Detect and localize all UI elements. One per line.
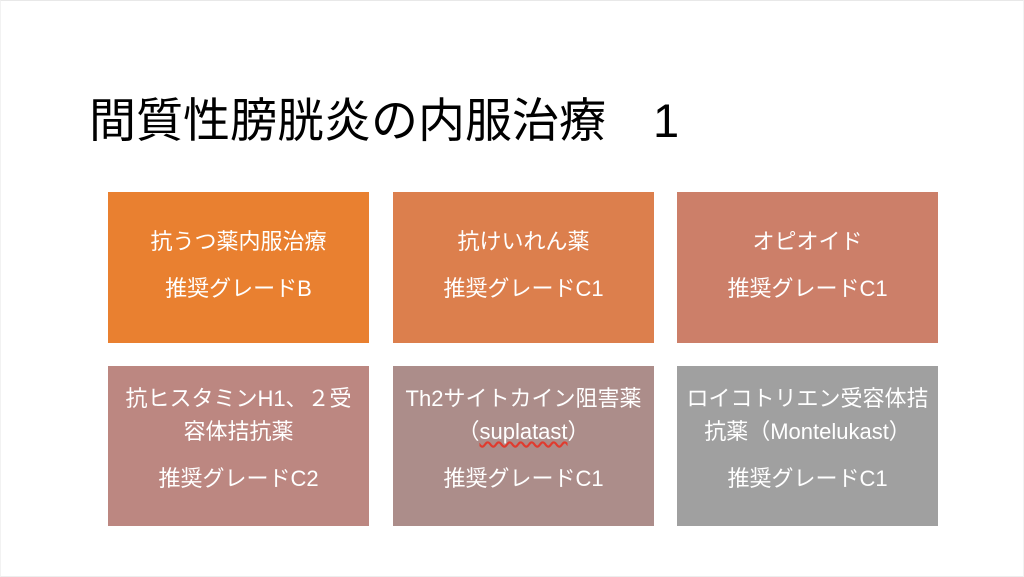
treatment-card-name: ロイコトリエン受容体拮抗薬（Montelukast） <box>686 386 929 444</box>
misspelled-word: suplatast <box>479 419 568 444</box>
treatment-card[interactable]: Th2サイトカイン阻害薬（suplatast） 推奨グレードC1 <box>393 366 654 526</box>
treatment-card-name: オピオイド <box>752 229 863 254</box>
treatment-card-grade: 推奨グレードC1 <box>443 466 604 491</box>
treatment-card-name: Th2サイトカイン阻害薬（suplatast） <box>393 382 654 448</box>
page-title: 間質性膀胱炎の内服治療 1 <box>89 94 680 147</box>
treatment-card[interactable]: 抗うつ薬内服治療 推奨グレードB <box>108 192 369 343</box>
treatment-card-grade: 推奨グレードB <box>165 276 312 301</box>
treatment-card[interactable]: 抗けいれん薬 推奨グレードC1 <box>393 192 654 343</box>
treatment-card-name: 抗けいれん薬 <box>457 229 590 254</box>
treatment-card-grade: 推奨グレードC1 <box>443 276 604 301</box>
treatment-card-name: 抗うつ薬内服治療 <box>150 229 327 254</box>
treatment-card[interactable]: ロイコトリエン受容体拮抗薬（Montelukast） 推奨グレードC1 <box>677 366 938 526</box>
treatment-card-name-prefix: Th2サイトカイン阻害薬（ <box>405 386 642 444</box>
treatment-card-grade: 推奨グレードC1 <box>727 276 888 301</box>
treatment-card[interactable]: 抗ヒスタミンH1、２受容体拮抗薬 推奨グレードC2 <box>108 366 369 526</box>
treatment-card[interactable]: オピオイド 推奨グレードC1 <box>677 192 938 343</box>
treatment-card-name-suffix: ） <box>567 419 590 444</box>
treatment-card-name: 抗ヒスタミンH1、２受容体拮抗薬 <box>125 386 352 444</box>
treatment-card-grade: 推奨グレードC1 <box>727 466 888 491</box>
treatment-card-grid: 抗うつ薬内服治療 推奨グレードB 抗けいれん薬 推奨グレードC1 オピオイド 推… <box>108 192 938 526</box>
treatment-card-grade: 推奨グレードC2 <box>158 466 319 491</box>
